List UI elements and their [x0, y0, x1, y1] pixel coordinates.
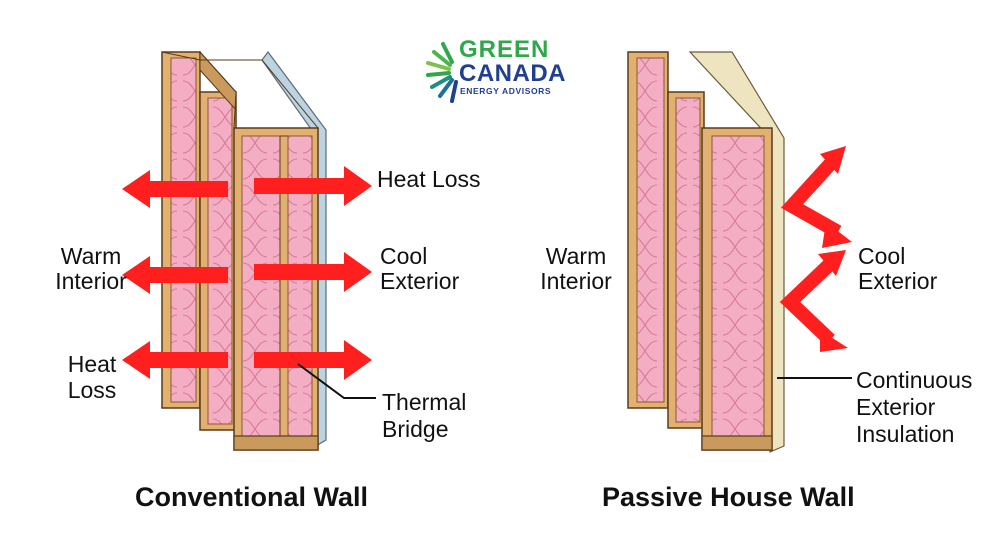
deflected-arrow-top: [792, 162, 838, 232]
passive-wall: [628, 52, 784, 452]
label-warm-interior-line1: Warm: [40, 243, 142, 270]
label-continuous-line1: Continuous: [856, 367, 972, 394]
title-conventional-wall: Conventional Wall: [135, 482, 368, 513]
label-warm-interior-line2: Interior: [40, 268, 142, 295]
title-passive-house-wall: Passive House Wall: [602, 482, 855, 513]
deflected-arrow-bottom: [790, 264, 830, 340]
label-heat-loss-left-line1: Heat: [52, 351, 132, 378]
label-heat-loss-left-line2: Loss: [52, 377, 132, 404]
label-cool-exterior-line2: Exterior: [380, 268, 459, 295]
logo-text-canada: CANADA: [459, 60, 566, 88]
label-passive-cool-exterior-line1: Cool: [858, 243, 905, 270]
logo-text-tagline: ENERGY ADVISORS: [460, 86, 551, 96]
logo-starburst-icon: [428, 44, 456, 101]
label-passive-warm-interior-line2: Interior: [528, 268, 624, 295]
passive-deflected-arrows: [790, 146, 852, 352]
label-cool-exterior-line1: Cool: [380, 243, 427, 270]
label-continuous-line3: Insulation: [856, 421, 954, 448]
label-passive-cool-exterior-line2: Exterior: [858, 268, 937, 295]
label-passive-warm-interior-line1: Warm: [528, 243, 624, 270]
label-thermal-bridge-line2: Bridge: [382, 416, 448, 443]
label-thermal-bridge-line1: Thermal: [382, 389, 466, 416]
label-continuous-line2: Exterior: [856, 394, 935, 421]
conventional-wall: [162, 52, 326, 450]
label-heat-loss-top: Heat Loss: [377, 166, 481, 193]
